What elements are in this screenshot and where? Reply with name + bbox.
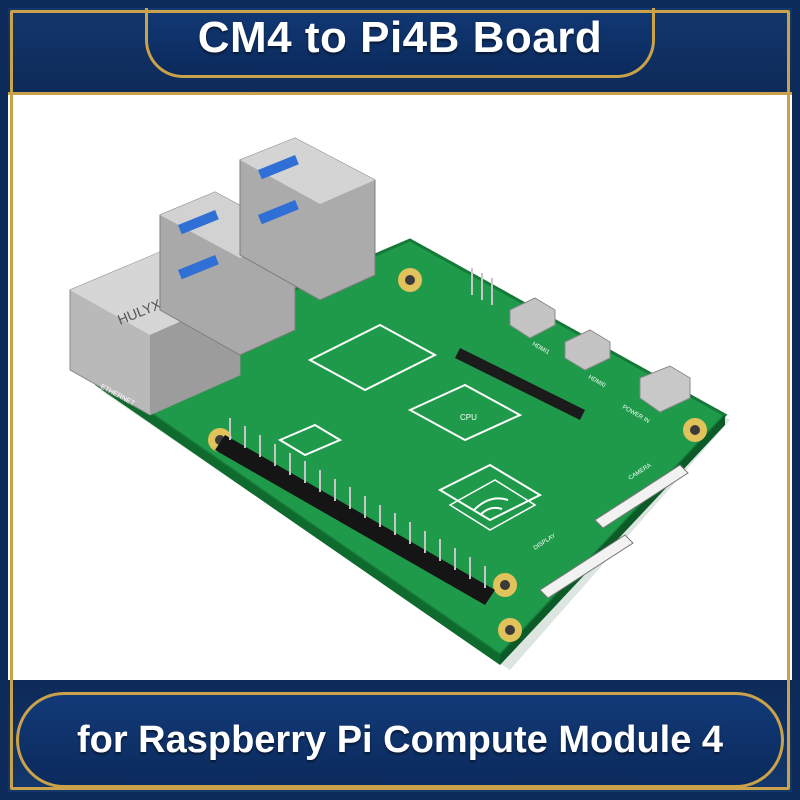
gpio-header <box>215 418 495 605</box>
mounting-holes <box>208 268 707 642</box>
board-photo: CPU HULYXN ETHERNET <box>69 137 730 670</box>
page-title: CM4 to Pi4B Board <box>197 12 603 62</box>
cpu-label: CPU <box>460 413 477 422</box>
b2b-connector <box>455 348 585 420</box>
page-subtitle: for Raspberry Pi Compute Module 4 <box>76 718 724 761</box>
usb-c-port <box>639 365 691 413</box>
wifi-icon <box>448 479 537 531</box>
hdmi1-port <box>509 297 556 339</box>
subtitle-plate: for Raspberry Pi Compute Module 4 <box>16 692 784 788</box>
jumper-pins <box>471 268 493 305</box>
display-connector <box>539 534 634 599</box>
camera-connector <box>594 464 689 529</box>
cm4-footprint <box>277 323 543 522</box>
hdmi0-port <box>564 329 611 371</box>
pcb-edge-left <box>95 375 500 665</box>
title-plate: CM4 to Pi4B Board <box>145 0 655 78</box>
usb-port-stack-2 <box>239 137 376 301</box>
